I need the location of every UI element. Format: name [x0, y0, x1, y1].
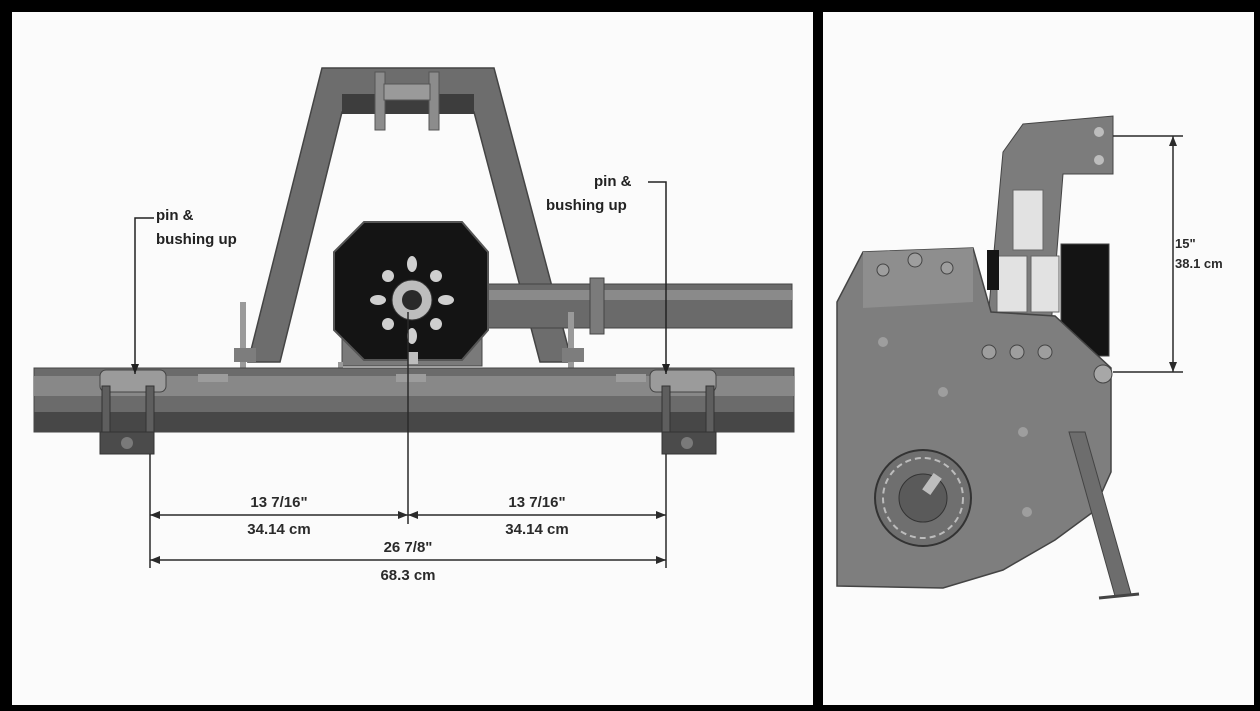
dimension-lines [149, 312, 667, 568]
dimension-arrowheads [150, 511, 666, 564]
height-dimension-lines [1113, 135, 1183, 373]
gearbox [333, 221, 489, 367]
dim-height-metric: 38.1 cm [1175, 256, 1223, 271]
dim-right-imperial: 13 7/16" [508, 494, 565, 511]
dim-total-metric: 68.3 cm [380, 567, 435, 584]
side-view-drawing: 15" 38.1 cm [836, 115, 1223, 600]
front-view-panel: pin & bushing up pin & bushing up [12, 12, 813, 705]
side-view-panel: 15" 38.1 cm [823, 12, 1254, 705]
side-mast [984, 115, 1114, 353]
drive-shaft [481, 277, 793, 335]
callout-leaders [134, 181, 667, 374]
left-bushing-bracket [99, 369, 167, 455]
dim-left-imperial: 13 7/16" [250, 494, 307, 511]
a-frame-hitch [247, 67, 573, 363]
callout-right-line2: bushing up [546, 197, 627, 214]
callout-arrowheads [131, 364, 670, 374]
side-skid-leg [1068, 431, 1140, 600]
front-view-drawing: pin & bushing up pin & bushing up [33, 67, 795, 584]
dim-total-imperial: 26 7/8" [384, 539, 433, 556]
callout-right-line1: pin & [594, 173, 632, 190]
right-bushing-bracket [649, 369, 717, 455]
dim-right-metric: 34.14 cm [505, 521, 568, 538]
callout-left-line2: bushing up [156, 231, 237, 248]
dim-left-metric: 34.14 cm [247, 521, 310, 538]
callout-left-line1: pin & [156, 207, 194, 224]
dim-height-imperial: 15" [1175, 236, 1196, 251]
side-rotor [874, 449, 972, 547]
height-dimension-arrowheads [1169, 136, 1177, 372]
